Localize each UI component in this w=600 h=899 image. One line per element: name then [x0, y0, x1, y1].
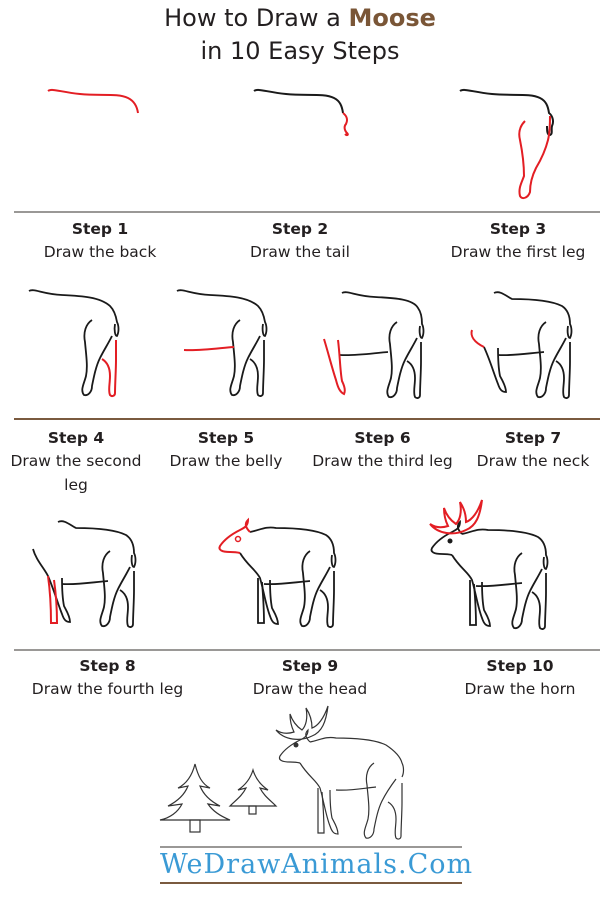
logo-text: WeDrawAnimals.Com: [160, 849, 472, 881]
step-1-drawing: [0, 80, 200, 210]
step-7-number: Step 7: [504, 429, 562, 447]
moose-horn-drawing: [429, 499, 549, 630]
final-moose-icon: [275, 705, 405, 840]
step-10-caption: Step 10 Draw the horn: [440, 655, 600, 701]
step-5-caption: Step 5 Draw the belly: [158, 427, 294, 473]
step-2-description: Draw the tail: [250, 243, 350, 261]
step-6-drawing: [300, 280, 450, 410]
step-8-drawing: [0, 510, 200, 650]
step-6-caption: Step 6 Draw the third leg: [300, 427, 465, 473]
step-3-number: Step 3: [489, 220, 547, 238]
moose-tail-drawing: [253, 88, 349, 137]
final-moose-illustration: [150, 700, 470, 840]
step-6-description: Draw the third leg: [312, 452, 453, 470]
step-10-drawing: [410, 490, 600, 650]
moose-head-drawing: [218, 517, 337, 628]
step-8-description: Draw the fourth leg: [31, 680, 184, 698]
step-3-description: Draw the first leg: [450, 243, 586, 261]
step-1-number: Step 1: [71, 220, 129, 238]
step-4-caption: Step 4 Draw the second leg: [0, 427, 152, 497]
final-moose-eye-icon: [293, 742, 299, 748]
step-1-description: Draw the back: [43, 243, 157, 261]
logo-com: Com: [407, 849, 474, 880]
step-4-number: Step 4: [47, 429, 105, 447]
row-2-divider: [14, 418, 600, 420]
step-9-caption: Step 9 Draw the head: [225, 655, 395, 701]
step-4-description: Draw the second leg: [10, 452, 142, 494]
moose-third-leg-drawing: [323, 291, 425, 399]
step-10-number: Step 10: [486, 657, 554, 675]
step-7-description: Draw the neck: [476, 452, 590, 470]
logo-bottom-line: [160, 882, 462, 884]
step-2-number: Step 2: [271, 220, 329, 238]
step-10-description: Draw the horn: [464, 680, 576, 698]
moose-back-drawing: [47, 88, 139, 114]
title-accent-moose: Moose: [348, 4, 436, 32]
step-9-drawing: [200, 510, 400, 650]
step-5-number: Step 5: [197, 429, 255, 447]
logo-top-line: [160, 846, 462, 848]
step-7-caption: Step 7 Draw the neck: [466, 427, 600, 473]
page-title: How to Draw a Moose in 10 Easy Steps: [0, 2, 600, 68]
title-line-1: How to Draw a Moose: [0, 2, 600, 35]
logo-we: We: [160, 849, 204, 880]
title-line-2: in 10 Easy Steps: [200, 37, 400, 65]
step-2-drawing: [200, 80, 400, 210]
moose-second-leg-drawing: [28, 289, 120, 398]
step-6-number: Step 6: [354, 429, 411, 447]
final-scene-drawing: [159, 705, 405, 840]
step-9-number: Step 9: [281, 657, 339, 675]
logo-dot: .: [398, 849, 408, 880]
step-2-caption: Step 2 Draw the tail: [200, 218, 400, 264]
step-1-caption: Step 1 Draw the back: [0, 218, 200, 264]
logo-animals: Animals: [281, 849, 399, 880]
step-7-drawing: [450, 280, 600, 410]
small-pine-tree-icon: [228, 767, 278, 815]
step-8-caption: Step 8 Draw the fourth leg: [0, 655, 215, 701]
step-8-number: Step 8: [79, 657, 136, 675]
moose-belly-drawing: [176, 289, 268, 397]
step-3-drawing: [400, 80, 600, 210]
step-9-description: Draw the head: [252, 680, 368, 698]
title-prefix: How to Draw a: [164, 4, 349, 32]
moose-neck-drawing: [470, 291, 573, 399]
step-5-drawing: [150, 280, 300, 410]
site-logo: WeDrawAnimals.Com: [160, 846, 472, 884]
step-4-drawing: [0, 280, 150, 410]
step-5-description: Draw the belly: [169, 452, 283, 470]
logo-draw: Draw: [203, 849, 282, 880]
row-1-divider: [14, 211, 600, 213]
pine-tree-icon: [159, 763, 231, 833]
moose-first-leg-drawing: [459, 88, 554, 200]
row-3-divider: [14, 649, 600, 651]
moose-fourth-leg-drawing: [32, 520, 137, 628]
step-3-caption: Step 3 Draw the first leg: [433, 218, 600, 264]
